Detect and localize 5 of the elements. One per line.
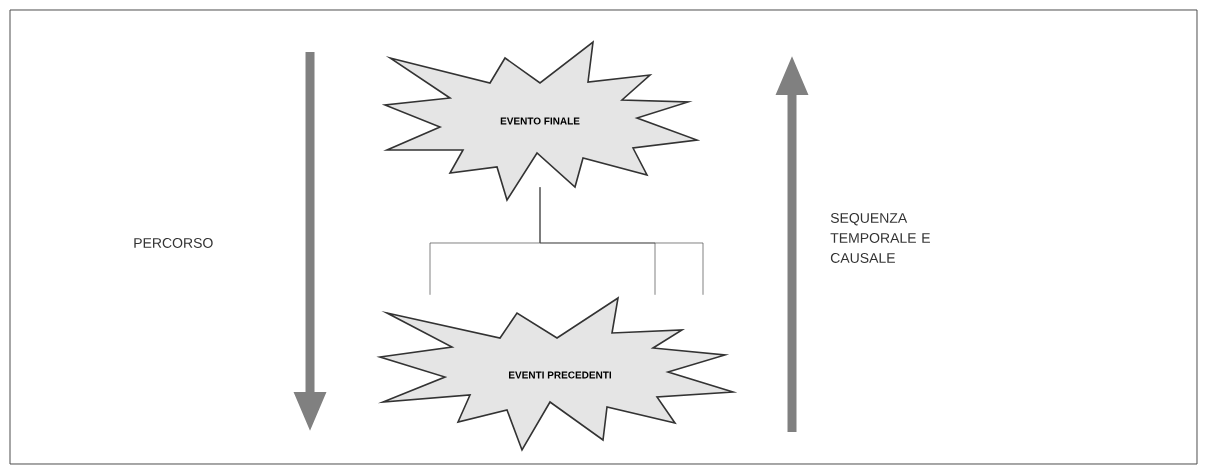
starburst: EVENTO FINALE	[381, 40, 701, 202]
starburst: EVENTI PRECEDENTI	[376, 296, 738, 452]
side-label: PERCORSO	[134, 238, 213, 248]
connector-line	[539, 186, 704, 296]
side-label: SEQUENZA TEMPORALE E CAUSALE	[830, 213, 930, 263]
